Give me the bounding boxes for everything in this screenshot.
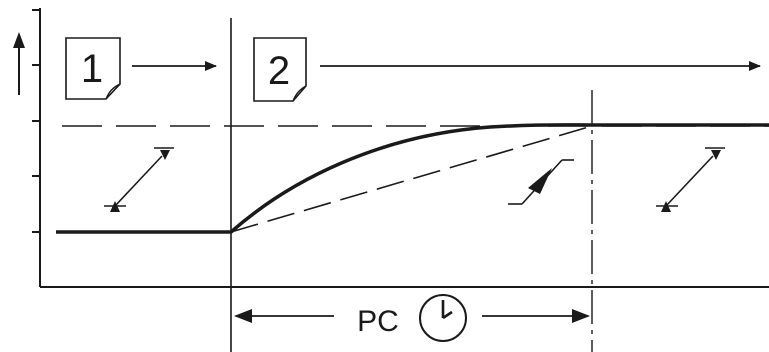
step-2-label: 2 [268, 49, 290, 93]
pc-right-arrowhead [572, 309, 590, 323]
step-1-document-icon: 1 [65, 37, 121, 100]
process-value-curve [56, 123, 769, 234]
step-1-label: 1 [81, 47, 103, 91]
pointer-arrow-icon [508, 159, 574, 205]
linear-ramp-dashed-line [230, 125, 593, 233]
clock-icon [419, 294, 467, 342]
ramp-symbol-icon [656, 147, 725, 212]
pc-label: PC [357, 305, 399, 338]
step-2-document-icon: 2 [253, 37, 307, 102]
axes [13, 8, 769, 288]
up-arrow-icon [13, 32, 25, 95]
pc-duration-dimension: PC [234, 294, 590, 342]
ramp-symbol-icon [104, 147, 174, 212]
pc-left-arrowhead [234, 309, 252, 323]
